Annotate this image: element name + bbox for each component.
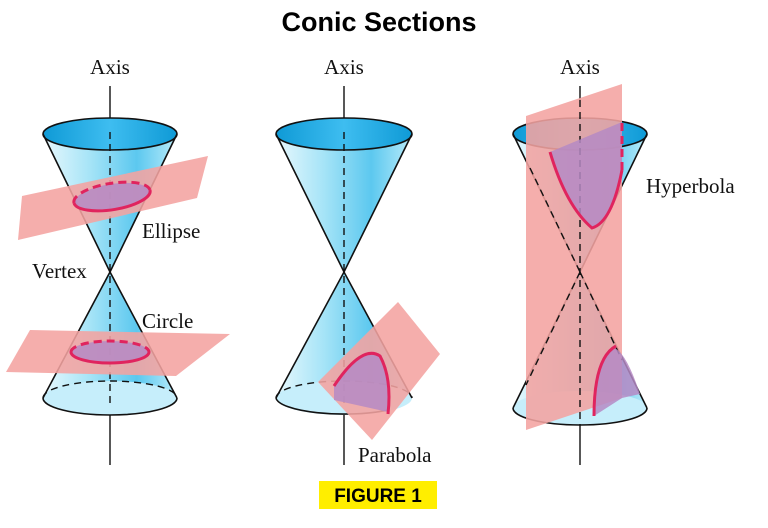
hyperbola-label: Hyperbola	[646, 174, 735, 198]
cone-parabola: Axis Parabola	[275, 55, 440, 467]
upper-nappe-middle	[276, 134, 412, 272]
hyperbola-curve-lower	[592, 344, 617, 417]
circle-curve	[69, 351, 151, 365]
parabola-label: Parabola	[358, 443, 432, 467]
cone-hyperbola: Axis Hyperbola	[512, 55, 735, 465]
hyperbola-section-lower	[594, 348, 640, 416]
hyperbola-curve-upper	[548, 151, 624, 230]
figure-label-highlight	[319, 481, 437, 509]
cone-ellipse-circle: Axis Ellipse Vertex Circle	[6, 55, 230, 465]
circle-section	[71, 341, 149, 363]
ellipse-curve	[72, 189, 152, 213]
axis-label-middle: Axis	[324, 55, 364, 79]
figure-label: FIGURE 1	[334, 486, 422, 507]
ellipse-label: Ellipse	[142, 219, 200, 243]
page-title: Conic Sections	[281, 7, 476, 37]
axis-label-left: Axis	[90, 55, 130, 79]
parabola-curve	[332, 351, 391, 415]
hyperbola-section-upper	[550, 122, 622, 228]
axis-label-right: Axis	[560, 55, 600, 79]
circle-label: Circle	[142, 309, 193, 333]
vertex-label: Vertex	[32, 259, 87, 283]
